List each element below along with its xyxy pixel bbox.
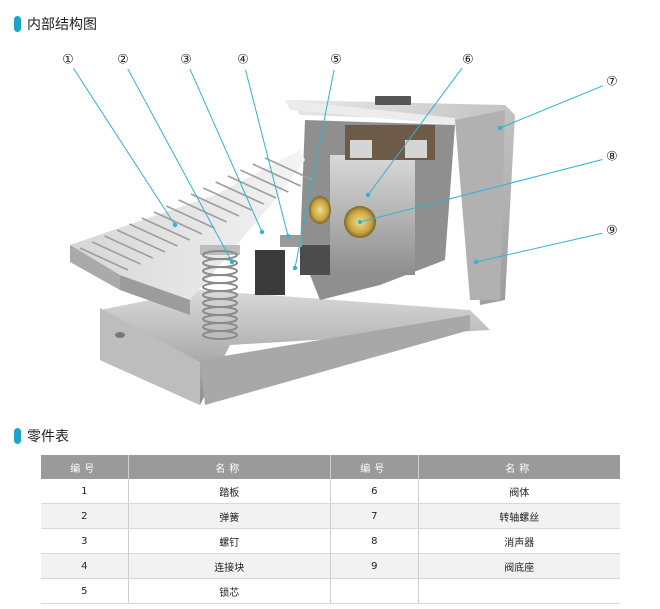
leader-tip [292,265,298,271]
part-name: 阀体 [418,479,620,504]
leader-tip [357,219,363,225]
parts-table: 编号 名称 编号 名称 1 踏板 6 阀体 2 弹簧 7 转轴螺丝 3 螺钉 8… [41,455,620,604]
table-row: 2 弹簧 7 转轴螺丝 [41,503,620,529]
table-row: 5 锁芯 [41,578,620,604]
part-number: 6 [330,479,419,504]
leader-line [475,232,603,263]
part-number: 5 [41,578,129,604]
column-header-number: 编号 [41,455,129,479]
part-name: 锁芯 [128,578,331,604]
leader-tip [497,125,503,131]
parts-table-header: 编号 名称 编号 名称 [41,455,620,479]
part-name [418,578,620,604]
pedal-ribs [79,157,314,271]
part-number: 9 [330,553,419,579]
table-row: 1 踏板 6 阀体 [41,479,620,504]
table-row: 4 连接块 9 阀底座 [41,553,620,579]
callout-number: ③ [180,53,192,68]
leader-line [294,69,335,269]
parts-section-header: 零件表 [14,426,69,446]
callout-number: ⑥ [462,53,474,68]
callout-number: ④ [237,53,249,68]
parts-section-title: 零件表 [27,429,69,445]
leader-tip [285,233,291,239]
callout-number: ① [62,53,74,68]
column-header-name: 名称 [128,455,331,479]
leader-line [189,68,263,233]
leader-line [367,67,463,196]
structure-section-title: 内部结构图 [27,17,97,33]
callout-number: ⑨ [606,224,618,239]
column-header-number: 编号 [330,455,419,479]
section-marker-icon [14,428,21,444]
part-number: 1 [41,479,129,504]
lock-core-icon [255,250,285,295]
part-name: 消声器 [418,528,620,554]
table-row: 3 螺钉 8 消声器 [41,528,620,554]
leader-line [127,68,233,263]
part-number: 4 [41,553,129,579]
leader-tip [259,229,265,235]
callout-number: ② [117,53,129,68]
spring-icon [200,245,240,340]
leader-tip [229,259,235,265]
structure-section-header: 内部结构图 [14,14,97,34]
leader-line [359,159,603,223]
valve-body-cutaway [255,120,455,300]
leader-tip [172,222,178,228]
leader-tip [473,259,479,265]
leader-line [499,85,603,129]
part-number: 3 [41,528,129,554]
part-number [330,578,419,604]
pedal-icon [70,150,305,315]
part-number: 2 [41,503,129,529]
valve-seat-housing [285,96,515,305]
callout-number: ⑦ [606,75,618,90]
part-name: 螺钉 [128,528,331,554]
valve-base-plate [100,290,490,405]
callout-number: ⑤ [330,53,342,68]
leader-line [244,69,289,237]
part-name: 踏板 [128,479,331,504]
column-header-name: 名称 [418,455,620,479]
callout-number: ⑧ [606,150,618,165]
part-number: 7 [330,503,419,529]
leader-line [73,68,176,226]
part-name: 阀底座 [418,553,620,579]
internal-structure-diagram: ① ② ③ ④ ⑤ ⑥ ⑦ ⑧ ⑨ [62,53,618,405]
part-name: 转轴螺丝 [418,503,620,529]
leader-tip [365,192,371,198]
part-name: 弹簧 [128,503,331,529]
part-number: 8 [330,528,419,554]
part-name: 连接块 [128,553,331,579]
section-marker-icon [14,16,21,32]
